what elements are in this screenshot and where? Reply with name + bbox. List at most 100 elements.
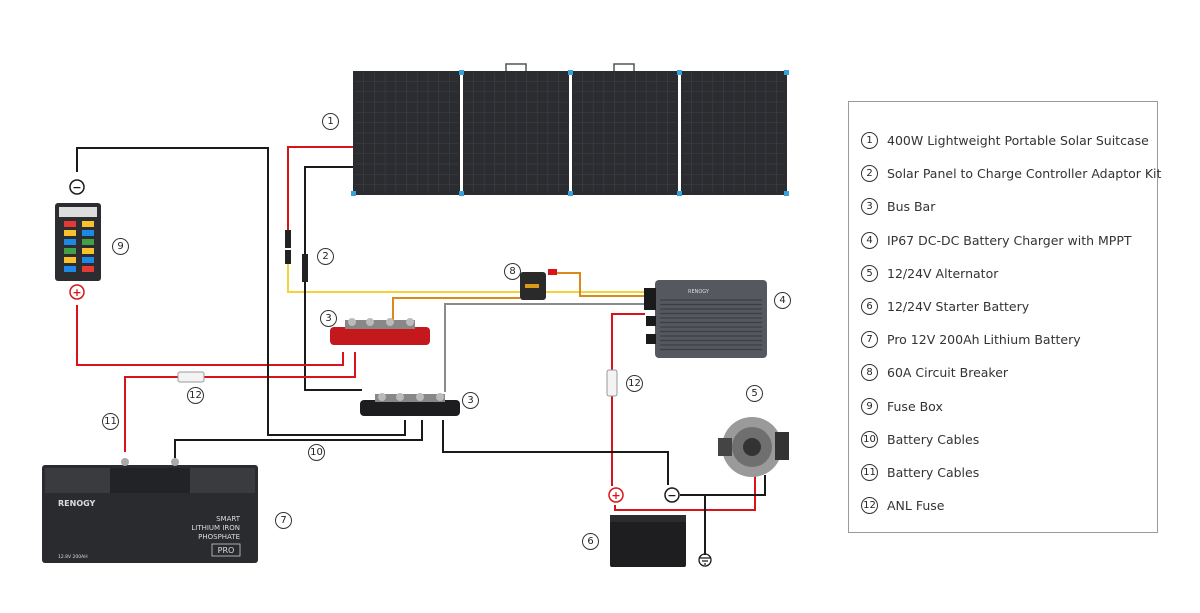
- anl-fuse-right: [606, 369, 618, 397]
- legend-label: 12/24V Alternator: [887, 265, 999, 281]
- legend-item: 5 12/24V Alternator: [861, 264, 999, 282]
- legend-number: 11: [861, 464, 878, 481]
- legend-item: 3 Bus Bar: [861, 198, 936, 216]
- legend-item: 8 60A Circuit Breaker: [861, 364, 1009, 382]
- busbar-starter-negative: [442, 420, 669, 485]
- solar-negative-to-busbar: [304, 280, 362, 391]
- solar-panel: [351, 63, 789, 196]
- legend-label: ANL Fuse: [887, 498, 945, 514]
- legend-item: 6 12/24V Starter Battery: [861, 298, 1029, 315]
- charger-starter-wire: [611, 313, 645, 486]
- legend-number: 3: [861, 198, 878, 216]
- legend-number: 7: [861, 331, 878, 349]
- legend-label: 60A Circuit Breaker: [887, 365, 1009, 381]
- fuse: [82, 266, 94, 272]
- ground-icon: [698, 553, 712, 567]
- fusebox-plus-icon: +: [72, 286, 81, 299]
- red-bus-bar: [330, 318, 430, 345]
- legend-number: 6: [861, 298, 878, 315]
- fuse: [82, 221, 94, 227]
- fuse-box: [55, 203, 101, 281]
- breaker-wire: [392, 297, 520, 322]
- legend-number: 9: [861, 397, 878, 415]
- callout-fuse-left: 12: [187, 387, 204, 404]
- fuse: [82, 257, 94, 263]
- legend-label: Fuse Box: [887, 398, 943, 414]
- fuse: [82, 230, 94, 236]
- battery-line2: LITHIUM IRON: [191, 524, 240, 532]
- starter-battery: [610, 515, 686, 567]
- legend-item: 1 400W Lightweight Portable Solar Suitcas…: [861, 132, 1149, 149]
- legend-item: 10 Battery Cables: [861, 430, 980, 448]
- lithium-negative-wire: [174, 420, 423, 458]
- fuse: [64, 266, 76, 272]
- fusebox-minus-icon: −: [72, 181, 81, 194]
- legend-label: Solar Panel to Charge Controller Adaptor…: [887, 166, 1162, 182]
- legend-number: 5: [861, 264, 878, 282]
- legend-item: 4 IP67 DC-DC Battery Charger with MPPT: [861, 231, 1132, 249]
- callout-lithium: 7: [275, 512, 292, 529]
- starter-negative-alt: [680, 475, 766, 496]
- lithium-positive-wire: [124, 352, 356, 452]
- legend-label: Pro 12V 200Ah Lithium Battery: [887, 332, 1081, 348]
- legend-label: 400W Lightweight Portable Solar Suitcase: [887, 133, 1149, 148]
- callout-busbar-black: 3: [462, 392, 479, 409]
- callout-cables10: 10: [308, 444, 325, 461]
- battery-badge: PRO: [218, 546, 235, 555]
- callout-solar: 1: [322, 113, 339, 130]
- starter-minus-icon: −: [667, 489, 676, 502]
- legend-label: Battery Cables: [887, 431, 980, 447]
- circuit-breaker: [520, 269, 557, 300]
- legend-item: 9 Fuse Box: [861, 397, 943, 415]
- legend-label: IP67 DC-DC Battery Charger with MPPT: [887, 232, 1132, 248]
- legend-item: 11 Battery Cables: [861, 464, 979, 481]
- callout-fuse-right: 12: [626, 375, 643, 392]
- battery-spec: 12.8V 200AH: [58, 554, 88, 560]
- legend-number: 2: [861, 165, 878, 183]
- callout-fusebox: 9: [112, 238, 129, 255]
- solar-negative-wire: [304, 166, 353, 255]
- fusebox-positive-wire: [76, 305, 344, 366]
- legend-number: 4: [861, 231, 878, 249]
- alternator: [718, 417, 789, 477]
- mc4-connectors: [285, 230, 308, 282]
- breaker-out-wire: [556, 272, 645, 297]
- legend-number: 8: [861, 364, 878, 382]
- charger-brand: RENOGY: [688, 289, 710, 295]
- legend-number: 12: [861, 497, 878, 515]
- solar-positive-wire: [287, 146, 353, 232]
- fuse: [64, 257, 76, 263]
- alternator-positive-wire: [614, 470, 756, 511]
- charger-return-wire: [444, 303, 645, 392]
- legend-number: 10: [861, 430, 878, 448]
- legend-item: 2 Solar Panel to Charge Controller Adapto…: [861, 165, 1162, 183]
- battery-line1: SMART: [216, 515, 241, 523]
- callout-busbar-red: 3: [320, 310, 337, 327]
- legend-item: 12 ANL Fuse: [861, 497, 945, 515]
- fuse: [82, 239, 94, 245]
- starter-plus-icon: +: [611, 489, 620, 502]
- battery-brand: RENOGY: [58, 499, 96, 508]
- legend-item: 7 Pro 12V 200Ah Lithium Battery: [861, 331, 1081, 349]
- legend-label: Battery Cables: [887, 465, 980, 480]
- fuse: [64, 248, 76, 254]
- solar-yellow-wire: [287, 262, 645, 293]
- black-bus-bar: [360, 393, 460, 416]
- anl-fuse-left: [177, 371, 205, 383]
- callout-adaptor: 2: [317, 248, 334, 265]
- legend-number: 1: [861, 132, 878, 149]
- callout-charger: 4: [774, 292, 791, 309]
- legend-label: Bus Bar: [887, 199, 936, 215]
- callout-breaker: 8: [504, 263, 521, 280]
- fuse: [64, 221, 76, 227]
- fusebox-negative-wire: [76, 147, 406, 436]
- fuse: [82, 248, 94, 254]
- callout-alternator: 5: [746, 385, 763, 402]
- fuse: [64, 230, 76, 236]
- legend-label: 12/24V Starter Battery: [887, 299, 1030, 314]
- dc-dc-charger: RENOGY: [644, 280, 767, 358]
- callout-cables11: 11: [102, 413, 119, 430]
- fuse: [64, 239, 76, 245]
- lithium-battery: RENOGY SMART LITHIUM IRON PHOSPHATE PRO …: [42, 458, 258, 563]
